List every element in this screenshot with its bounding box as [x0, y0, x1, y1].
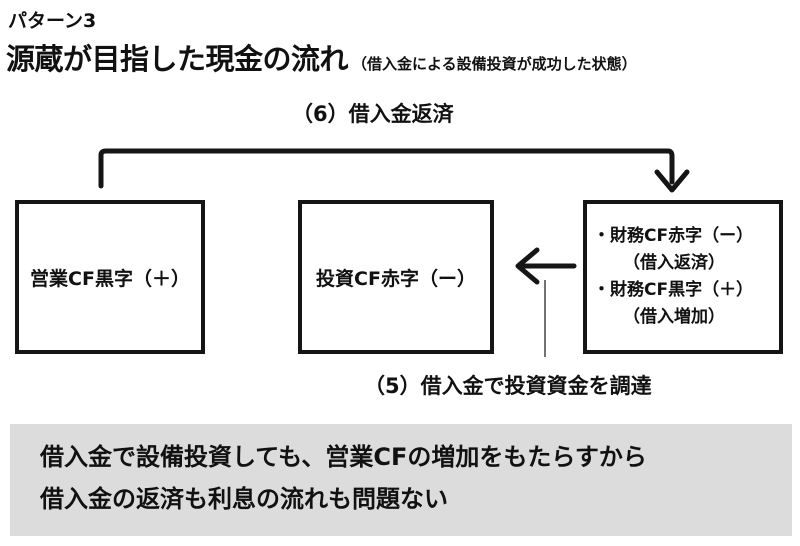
page-subtitle: （借入金による設備投資が成功した状態） [352, 55, 637, 73]
funding-arrowhead [515, 247, 540, 285]
label-investment-funding: （5）借入金で投資資金を調達 [364, 374, 652, 398]
loan-increase-note: （借入増加） [623, 307, 725, 327]
repayment-arrowhead [654, 169, 690, 193]
box-operating-cf: 営業CF黒字（＋） [15, 200, 205, 354]
label-loan-repayment: （6）借入金返済 [292, 102, 454, 126]
summary-line-2: 借入金の返済も利息の流れも問題ない [40, 485, 448, 513]
investing-cf-label: 投資CF赤字（ー） [316, 267, 476, 290]
box-financing-cf: ・財務CF赤字（ー） （借入返済） ・財務CF黒字（＋） （借入増加） [583, 200, 783, 354]
loan-repayment-note: （借入返済） [623, 253, 725, 273]
operating-cf-label: 営業CF黒字（＋） [30, 267, 190, 290]
repayment-bracket-line [98, 148, 675, 189]
box-investing-cf: 投資CF赤字（ー） [298, 200, 494, 354]
page-title: 源蔵が目指した現金の流れ [6, 42, 349, 76]
pattern-label: パターン3 [8, 10, 97, 32]
summary-line-1: 借入金で設備投資しても、営業CFの増加をもたらすから [40, 443, 647, 471]
summary-box: 借入金で設備投資しても、営業CFの増加をもたらすから 借入金の返済も利息の流れも… [10, 424, 792, 536]
financing-deficit-label: ・財務CF赤字（ー） [593, 226, 754, 246]
title-row: 源蔵が目指した現金の流れ（借入金による設備投資が成功した状態） [6, 36, 637, 78]
financing-surplus-label: ・財務CF黒字（＋） [593, 280, 754, 300]
